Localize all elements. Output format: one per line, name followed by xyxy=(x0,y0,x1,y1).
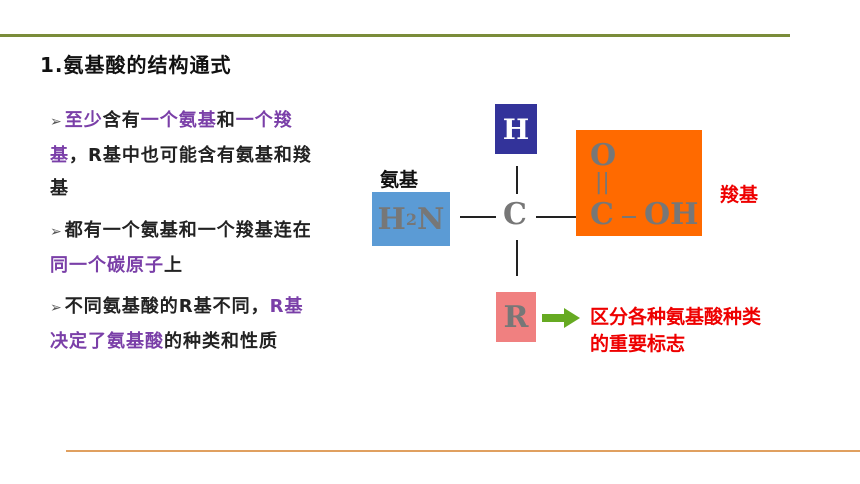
r-significance-note: 区分各种氨基酸种类 的重要标志 xyxy=(590,304,761,358)
hydrogen-box: H xyxy=(495,104,537,154)
bullet-text: ，R基中也可能含有氨基和羧基 xyxy=(50,145,312,199)
amino-label: 氨基 xyxy=(380,169,419,191)
bullet-text: 的种类和性质 xyxy=(164,331,278,352)
bullet-same-carbon: ➢都有一个氨基和一个羧基连在同一个碳原子上 xyxy=(50,214,320,282)
bullet-text: 一个氨基 xyxy=(140,110,217,131)
r-note-line1: 区分各种氨基酸种类 xyxy=(590,306,762,328)
bullet-text: 上 xyxy=(164,255,183,276)
bullet-arrow-icon: ➢ xyxy=(50,300,63,316)
top-divider xyxy=(0,34,790,37)
amino-n: N xyxy=(417,201,445,237)
bullet-text: R基决定了氨基酸 xyxy=(50,296,304,352)
bullet-arrow-icon: ➢ xyxy=(50,114,63,130)
bond-left xyxy=(460,216,496,218)
bullet-text: 同一个碳原子 xyxy=(50,255,164,276)
r-group-box: R xyxy=(496,292,536,342)
bullet-text: 和 xyxy=(216,110,236,131)
bond-bottom xyxy=(516,240,518,276)
bullet-text: 都有一个氨基和一个羧基连在 xyxy=(64,220,312,241)
r-note-line2: 的重要标志 xyxy=(590,333,686,355)
section-heading: 1.氨基酸的结构通式 xyxy=(40,53,232,77)
amino-h: H xyxy=(377,201,406,237)
bullet-text: 含有 xyxy=(102,110,141,131)
carboxyl-label: 羧基 xyxy=(720,184,759,206)
bullet-arrow-icon: ➢ xyxy=(50,224,63,240)
hydroxyl-symbol: OH xyxy=(644,197,699,232)
hydrogen-symbol: H xyxy=(502,112,530,146)
bullet-text: 一个羧基 xyxy=(50,110,293,166)
oxygen-symbol: O xyxy=(590,138,617,173)
bullet-at-least: ➢至少含有一个氨基和一个羧基，R基中也可能含有氨基和羧基 xyxy=(50,104,320,205)
bond-top xyxy=(516,166,518,194)
amino-subscript: 2 xyxy=(405,209,418,229)
arrow-right-icon xyxy=(542,308,580,328)
bottom-divider xyxy=(66,450,860,452)
bullet-r-group: ➢不同氨基酸的R基不同，R基决定了氨基酸的种类和性质 xyxy=(50,290,320,358)
carboxyl-carbon: C xyxy=(590,197,614,232)
bond-right xyxy=(536,216,576,218)
alpha-carbon: C xyxy=(503,197,527,232)
bullet-text: 不同氨基酸的R基不同， xyxy=(64,296,270,317)
carboxyl-group-box xyxy=(576,130,702,236)
bond-c-oh xyxy=(622,216,636,218)
bullet-text: 至少 xyxy=(64,110,103,131)
double-bond: || xyxy=(595,170,610,195)
r-symbol: R xyxy=(503,299,529,335)
